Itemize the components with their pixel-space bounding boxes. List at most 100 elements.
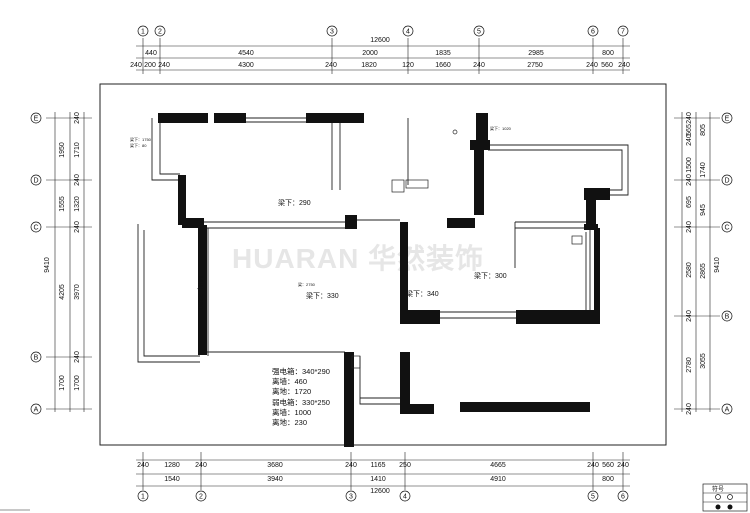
bottom-dim-row1: 560: [602, 462, 614, 469]
top-dim-row2: 240: [158, 62, 170, 69]
right-dimensions: 2405652401500240695240258024027802408051…: [686, 112, 721, 415]
bottom-dim-row1: 240: [137, 462, 149, 469]
right-total-dim: 9410: [714, 257, 721, 273]
bottom-dim-row2: 4910: [490, 476, 506, 483]
axis-right-A-circle: [721, 403, 733, 415]
axis-left-E: E: [34, 116, 39, 123]
top-dim-row2: 4300: [238, 62, 254, 69]
left-dim-inner: 1710: [74, 142, 81, 158]
axis-left-A-circle: [30, 403, 42, 415]
axis-left-B-circle: [30, 351, 42, 363]
left-dim-outer: 1700: [59, 375, 66, 391]
top-dim-row1: 2985: [528, 50, 544, 57]
legend-symbol-4: [727, 504, 733, 510]
bottom-dim-row1: 1280: [164, 462, 180, 469]
top-dim-row2: 240: [473, 62, 485, 69]
axis-left-E-circle: [30, 112, 42, 124]
beam-label-330: 梁下：330: [306, 291, 339, 300]
bottom-dim-row1: 240: [587, 462, 599, 469]
left-dim-outer: 1950: [59, 142, 66, 158]
left-dim-outer: 1555: [59, 196, 66, 212]
left-dim-inner: 240: [74, 112, 81, 124]
axis-left-D-circle: [30, 174, 42, 186]
top-dim-row2: 240: [130, 62, 142, 69]
small-label-3: 梁下：1020: [490, 125, 512, 131]
right-dim-outer: 805: [700, 124, 707, 136]
axis-top-7-circle: [617, 25, 629, 37]
left-dim-inner: 240: [74, 174, 81, 186]
beam-label-290: 梁下：290: [278, 198, 311, 207]
top-dim-row2: 240: [618, 62, 630, 69]
bottom-total-dim: 12600: [370, 488, 390, 495]
left-dim-inner: 240: [74, 221, 81, 233]
weak-box-wall: 离墙：1000: [272, 407, 311, 417]
left-dim-inner: 1700: [74, 375, 81, 391]
right-dim-inner: 240: [686, 174, 693, 186]
left-dim-inner: 3970: [74, 284, 81, 300]
axis-top-3: 3: [330, 29, 334, 36]
small-label-2: 梁下：80: [130, 142, 147, 148]
axis-left-C-circle: [30, 221, 42, 233]
axis-top-2: 2: [158, 29, 162, 36]
right-dim-inner: 2780: [686, 357, 693, 373]
axis-bottom-6: 6: [621, 494, 625, 501]
axis-top-1-circle: [137, 25, 149, 37]
axis-bottom-6-circle: [617, 490, 629, 502]
left-dim-inner: 240: [74, 351, 81, 363]
top-dim-row2: 1820: [361, 62, 377, 69]
drawing-frame: [99, 83, 667, 446]
right-dim-inner: 2580: [686, 262, 693, 278]
small-label-1: 梁下：1750: [130, 136, 152, 142]
axis-right-B-circle: [721, 310, 733, 322]
right-dim-outer: 3055: [700, 353, 707, 369]
top-dim-row2: 2750: [527, 62, 543, 69]
top-dim-row1: 1835: [435, 50, 451, 57]
axis-top-3-circle: [326, 25, 338, 37]
top-dim-row2: 120: [402, 62, 414, 69]
top-dim-row1: 2000: [362, 50, 378, 57]
right-dim-inner: 240: [686, 112, 693, 124]
axis-top-4-circle: [402, 25, 414, 37]
axis-right-E-circle: [721, 112, 733, 124]
legend-symbol-3: [715, 504, 721, 510]
fixtures: [351, 129, 583, 369]
top-dim-row1: 440: [145, 50, 157, 57]
top-dim-row2: 240: [325, 62, 337, 69]
bottom-dim-row1: 4665: [490, 462, 506, 469]
bottom-dim-row1: 240: [195, 462, 207, 469]
right-dim-inner: 240: [686, 310, 693, 322]
weak-box-floor: 离地：230: [272, 417, 307, 427]
dimension-lines: [46, 38, 720, 490]
weak-box-note: 弱电箱：330*250: [272, 397, 330, 407]
bottom-dim-row2: 3940: [267, 476, 283, 483]
axis-bottom-4-circle: [399, 490, 411, 502]
axis-bottom-1: 1: [141, 494, 145, 501]
small-label-4: 梁：2750: [298, 281, 316, 287]
axis-top-6-circle: [587, 25, 599, 37]
legend-table: 符号: [702, 483, 748, 512]
axis-top-4: 4: [406, 29, 410, 36]
right-dim-inner: 695: [686, 196, 693, 208]
top-dim-row2: 240: [586, 62, 598, 69]
top-dim-row2: 200: [144, 62, 156, 69]
right-dim-outer: 2865: [700, 263, 707, 279]
axis-left-B: B: [34, 355, 39, 362]
legend-symbol-2: [727, 494, 733, 500]
left-dim-inner: 1320: [74, 196, 81, 212]
axis-top-5-circle: [473, 25, 485, 37]
top-dim-row1: 800: [602, 50, 614, 57]
strong-box-wall: 离墙：460: [272, 376, 307, 386]
right-dim-inner: 1500: [686, 157, 693, 173]
axis-left-D: D: [33, 178, 38, 185]
axis-right-B: B: [725, 314, 730, 321]
top-dim-row1: 4540: [238, 50, 254, 57]
bottom-dim-row1: 1165: [370, 462, 385, 469]
axis-right-D: D: [724, 178, 729, 185]
axis-bottom-1-circle: [137, 490, 149, 502]
axis-right-E: E: [725, 116, 730, 123]
bottom-dim-row1: 240: [345, 462, 357, 469]
